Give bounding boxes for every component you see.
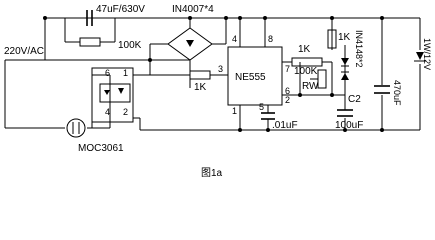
opto-pin-2: 2 bbox=[123, 107, 128, 117]
ic-pin-1: 1 bbox=[232, 106, 237, 116]
res-1k-a-label: 1K bbox=[194, 82, 207, 93]
junction-dot bbox=[380, 16, 384, 20]
res-1k-c-label: 1K bbox=[338, 32, 351, 43]
c2-label: C2 bbox=[348, 94, 361, 105]
ne555-chip bbox=[227, 46, 283, 106]
cap-47-label: 47uF/630V bbox=[96, 4, 145, 15]
junction-dot bbox=[266, 128, 270, 132]
figure-caption: 图1a bbox=[201, 167, 223, 179]
diode-2-icon bbox=[341, 73, 349, 80]
opto-pin-4: 4 bbox=[105, 107, 110, 117]
opto-pin-6: 6 bbox=[105, 68, 110, 78]
bridge-label: IN4007*4 bbox=[172, 4, 214, 15]
ic-pin-8: 8 bbox=[268, 34, 273, 44]
junction-dot bbox=[298, 93, 302, 97]
c2-value-label: 100uF bbox=[335, 120, 363, 131]
schematic: 47uF/630V 100K IN4007*4 220V/AC NE555 1K… bbox=[4, 4, 432, 179]
junction-dot bbox=[188, 16, 192, 20]
pot-label: 100K bbox=[294, 66, 318, 77]
moc3061-inner bbox=[99, 83, 131, 103]
res-100k-label: 100K bbox=[118, 40, 142, 51]
res-1k-b-label: 1K bbox=[298, 44, 311, 55]
ic-pin-3: 3 bbox=[218, 64, 223, 74]
junction-dot bbox=[330, 93, 334, 97]
mains-label: 220V/AC bbox=[4, 46, 44, 57]
zener-label: 1W/12V bbox=[422, 38, 432, 70]
opto-led-icon bbox=[118, 88, 124, 94]
junction-dot bbox=[380, 128, 384, 132]
cap-470-label: 470uF bbox=[392, 80, 402, 106]
junction-dot bbox=[148, 58, 152, 62]
lamp-icon bbox=[66, 118, 86, 138]
opto-triac-icon bbox=[104, 90, 110, 95]
junction-dot bbox=[343, 128, 347, 132]
ic-pin-7: 7 bbox=[285, 64, 290, 74]
zener-icon bbox=[416, 52, 424, 60]
ic-pin-4: 4 bbox=[232, 34, 237, 44]
pot-100k bbox=[317, 69, 327, 89]
ic-pin-5: 5 bbox=[259, 102, 264, 112]
diode-1-icon bbox=[341, 58, 349, 65]
junction-dot bbox=[330, 16, 334, 20]
pot-rw-label: RW bbox=[302, 81, 319, 92]
res-1k-b bbox=[291, 57, 323, 67]
res-1k-a bbox=[189, 70, 211, 80]
junction-dot bbox=[238, 16, 242, 20]
junction-dot bbox=[224, 16, 228, 20]
moc3061-package bbox=[91, 67, 134, 123]
circuit-diagram: 47uF/630V 100K IN4007*4 220V/AC NE555 1K… bbox=[4, 4, 432, 179]
diodes-label: IN4148*2 bbox=[354, 30, 364, 68]
ic-pin-2: 2 bbox=[285, 95, 290, 105]
res-100k bbox=[79, 37, 101, 47]
junction-dot bbox=[43, 16, 47, 20]
opto-label: MOC3061 bbox=[78, 143, 124, 154]
res-1k-c bbox=[327, 29, 337, 49]
ne555-label: NE555 bbox=[235, 72, 266, 83]
opto-pin-1: 1 bbox=[123, 68, 128, 78]
junction-dot bbox=[238, 128, 242, 132]
cap01-label: .01uF bbox=[272, 120, 298, 131]
junction-dot bbox=[263, 16, 267, 20]
bridge-diode-icon bbox=[186, 40, 194, 47]
ic-pin-6: 6 bbox=[285, 86, 290, 96]
bridge-rectifier bbox=[167, 27, 213, 61]
